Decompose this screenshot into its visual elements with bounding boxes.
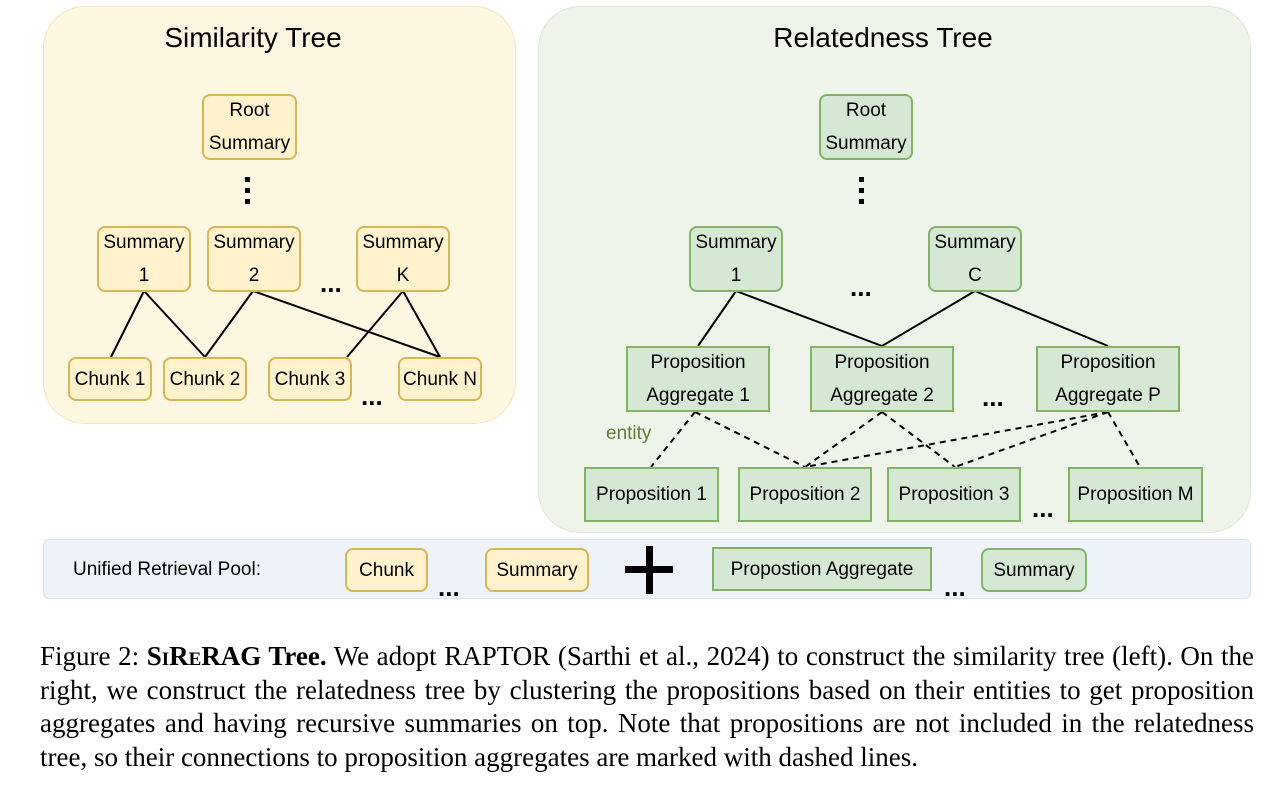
edge-summaryC-agg2 (881, 290, 976, 347)
dashed-agg1-prop1 (650, 411, 696, 468)
edge-summary2-chunkN (252, 290, 441, 358)
chunk-n: Chunk N (398, 357, 482, 401)
edge-rsummary1-agg1 (697, 290, 737, 347)
entity-label: entity (606, 423, 652, 444)
dashed-aggP-prop3 (954, 411, 1109, 468)
dashed-agg2-prop2 (804, 411, 883, 468)
chunk-1: Chunk 1 (68, 357, 152, 401)
sim-summary-2: Summary 2 (207, 226, 301, 292)
retrieval-pool-label: Unified Retrieval Pool: (73, 559, 261, 580)
relatedness-edges (697, 290, 1109, 347)
similarity-tree-title: Similarity Tree (164, 22, 342, 53)
proposition-aggregate-p: Proposition Aggregate P (1036, 346, 1180, 412)
aggregate-ellipsis: ... (982, 382, 1004, 412)
caption-title-rest: Tree. (261, 641, 327, 671)
similarity-edges (110, 290, 441, 358)
dashed-aggP-propM (1107, 411, 1141, 468)
sim-summary-1: Summary 1 (97, 226, 191, 292)
proposition-2: Proposition 2 (738, 467, 872, 522)
caption-title: SiReRAG Tree. (147, 641, 327, 671)
rel-vertical-ellipsis (859, 177, 865, 210)
proposition-1: Proposition 1 (584, 467, 719, 522)
caption-body: We adopt RAPTOR (Sarthi et al., 2024) to… (40, 641, 1255, 772)
chunk-ellipsis: ... (361, 381, 383, 411)
chunk-3: Chunk 3 (268, 357, 352, 401)
figure-caption: Figure 2: SiReRAG Tree. We adopt RAPTOR … (40, 640, 1254, 774)
sim-summary-ellipsis: ... (320, 268, 342, 298)
proposition-3: Proposition 3 (887, 467, 1021, 522)
edge-summary1-chunk1 (110, 290, 145, 358)
dashed-agg2-prop3 (881, 411, 956, 468)
pool-proposition-aggregate: Propostion Aggregate (712, 547, 932, 591)
relatedness-tree-panel (538, 6, 1251, 533)
rel-root-summary: Root Summary (819, 94, 913, 160)
dashed-agg1-prop2 (694, 411, 806, 468)
dashed-aggP-prop2 (804, 411, 1109, 468)
proposition-dashed-edges (650, 411, 1141, 468)
proposition-aggregate-1: Proposition Aggregate 1 (626, 346, 770, 412)
relatedness-tree-title: Relatedness Tree (773, 22, 993, 53)
pool-ellipsis-2: ... (944, 572, 966, 602)
sim-root-summary: Root Summary (202, 94, 297, 160)
edge-summary1-chunk2 (143, 290, 206, 358)
edge-summary2-chunk2 (204, 290, 254, 358)
edge-summaryC-aggP (974, 290, 1109, 347)
edge-rsummary1-agg2 (735, 290, 883, 347)
caption-title-method: SiReRAG (146, 641, 262, 671)
pool-summary-relatedness: Summary (981, 548, 1087, 592)
proposition-ellipsis: ... (1032, 493, 1054, 523)
sim-vertical-ellipsis (245, 177, 251, 210)
edge-summaryK-chunk3 (346, 290, 404, 358)
sim-summary-k: Summary K (356, 226, 450, 292)
rel-summary-c: Summary C (928, 226, 1022, 292)
similarity-tree-panel (43, 6, 516, 424)
pool-chunk: Chunk (345, 548, 428, 592)
plus-icon-vertical (646, 546, 653, 594)
proposition-m: Proposition M (1068, 467, 1203, 522)
pool-ellipsis-1: ... (438, 572, 460, 602)
chunk-2: Chunk 2 (163, 357, 247, 401)
edge-summaryK-chunkN (402, 290, 441, 358)
caption-figure-label: Figure 2: (40, 641, 140, 671)
rel-summary-ellipsis: ... (850, 272, 872, 302)
rel-summary-1: Summary 1 (689, 226, 783, 292)
pool-summary-similarity: Summary (485, 548, 589, 592)
proposition-aggregate-2: Proposition Aggregate 2 (810, 346, 954, 412)
